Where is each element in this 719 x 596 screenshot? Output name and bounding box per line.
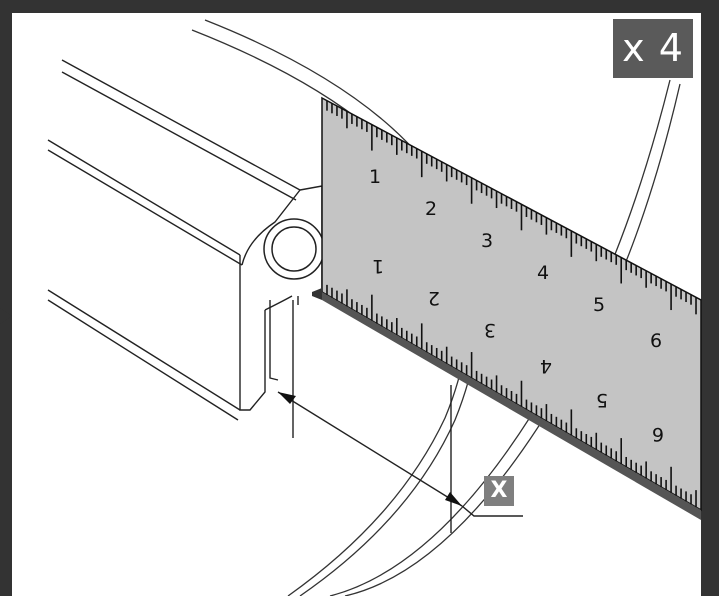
bracket-hole <box>263 218 325 280</box>
ruler-top-numbers: 1 2 3 4 5 6 <box>369 166 662 352</box>
dimension-lines <box>277 300 523 533</box>
ruler-top-number: 4 <box>537 262 549 284</box>
ruler-bottom-number: 3 <box>484 319 496 341</box>
ruler-top-number: 5 <box>593 294 605 316</box>
slot-notch <box>269 296 299 381</box>
ruler: 1 2 3 4 5 6 1 2 3 4 5 6 <box>312 96 702 520</box>
ruler-bottom-number: 5 <box>596 389 608 411</box>
bracket-body <box>47 59 323 421</box>
ruler-ticks <box>326 100 697 508</box>
zoom-badge: x 4 <box>613 19 693 78</box>
dimension-arrowheads <box>278 392 462 506</box>
dimension-label: X <box>484 476 514 506</box>
ruler-top-number: 2 <box>425 198 437 220</box>
ruler-top-number: 1 <box>369 166 381 188</box>
ruler-bottom-number: 1 <box>372 255 384 277</box>
ruler-top-number: 6 <box>650 330 662 352</box>
ruler-bottom-numbers: 1 2 3 4 5 6 <box>372 255 664 445</box>
ruler-bottom-number: 4 <box>540 355 552 377</box>
ruler-bottom-number: 2 <box>428 287 440 309</box>
ruler-top-number: 3 <box>481 230 493 252</box>
ruler-bottom-number: 6 <box>652 423 664 445</box>
